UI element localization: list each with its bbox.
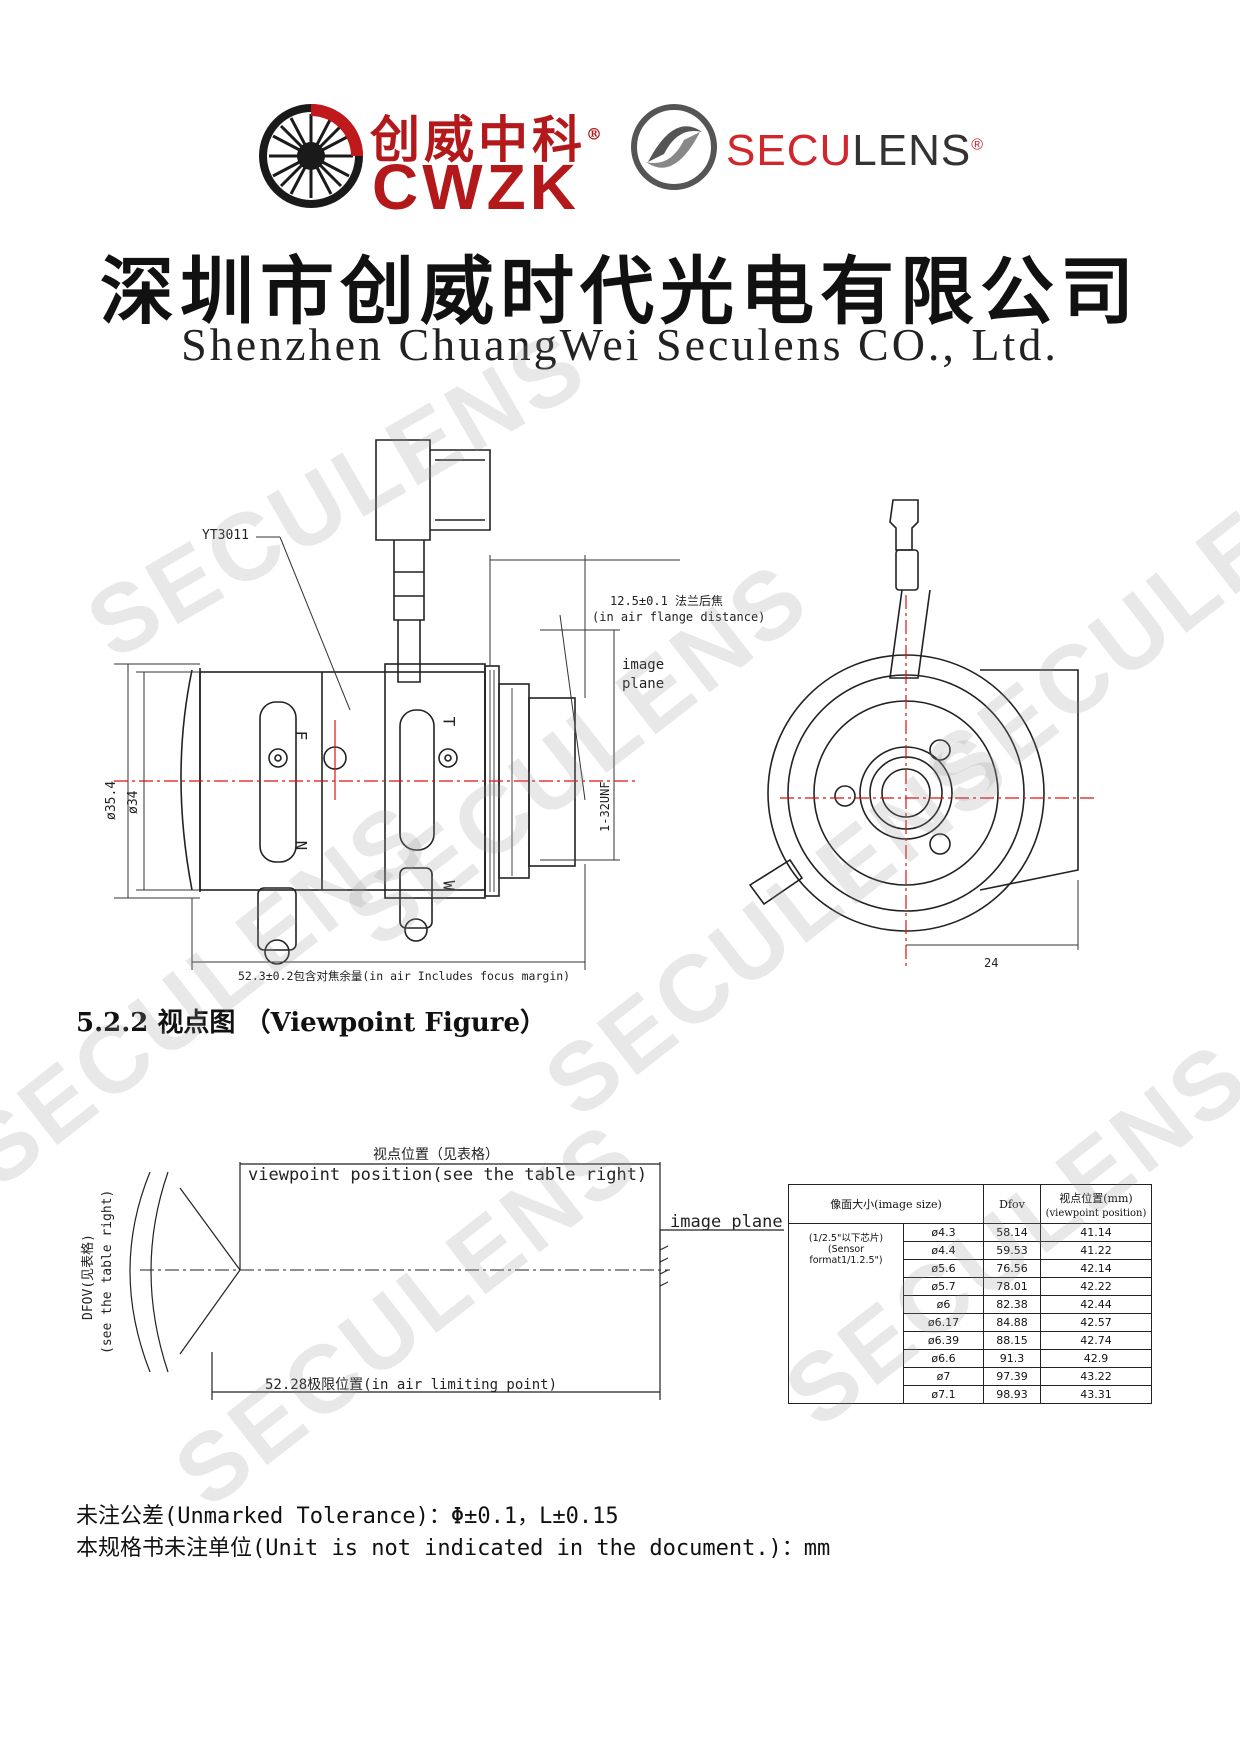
brand-en: CWZK (372, 151, 580, 223)
cell-dfov: 78.01 (983, 1277, 1041, 1296)
cell-pos: 41.14 (1040, 1223, 1152, 1242)
cell-pos: 42.74 (1040, 1331, 1152, 1350)
cell-size: ø5.7 (903, 1277, 984, 1296)
head-pos: 视点位置(mm)(viewpoint position) (1040, 1184, 1152, 1224)
cell-dfov: 97.39 (983, 1367, 1041, 1386)
cwzk-logo-icon (259, 104, 363, 208)
cell-dfov: 98.93 (983, 1385, 1041, 1404)
sensor-format: (1/2.5"以下芯片)(Sensor format1/1.2.5") (788, 1223, 904, 1404)
tolerance-note: 未注公差(Unmarked Tolerance)：Φ±0.1，L±0.15 (76, 1504, 619, 1529)
unit-note: 本规格书未注单位(Unit is not indicated in the do… (76, 1536, 831, 1561)
seculens-logo-icon (631, 104, 717, 190)
cell-dfov: 84.88 (983, 1313, 1041, 1332)
company-name-en: Shenzhen ChuangWei Seculens CO., Ltd. (181, 319, 1059, 370)
cell-dfov: 76.56 (983, 1259, 1041, 1278)
flange-label-cn: 12.5±0.1 法兰后焦 (610, 594, 724, 608)
cell-size: ø5.6 (903, 1259, 984, 1278)
viewpoint-table: 像面大小(image size) Dfov 视点位置(mm)(viewpoint… (788, 1184, 1152, 1404)
cell-pos: 41.22 (1040, 1241, 1152, 1260)
cell-pos: 42.9 (1040, 1349, 1152, 1368)
viewpoint-position-cn: 视点位置（见表格） (373, 1147, 499, 1163)
cell-size: ø6 (903, 1295, 984, 1314)
vp-image-plane-label: image plane (670, 1212, 783, 1232)
cell-size: ø7 (903, 1367, 984, 1386)
cell-size: ø6.17 (903, 1313, 984, 1332)
cell-pos: 42.14 (1040, 1259, 1152, 1278)
viewpoint-drawing (129, 1162, 784, 1400)
model-label: YT3011 (202, 528, 249, 543)
head-dfov: Dfov (983, 1184, 1041, 1224)
table-row: (1/2.5"以下芯片)(Sensor format1/1.2.5") ø4.3… (788, 1223, 1152, 1404)
cell-dfov: 82.38 (983, 1295, 1041, 1314)
lens-drawing (114, 439, 1096, 970)
brand-cn: 创威中科® (370, 110, 606, 169)
cell-size: ø6.6 (903, 1349, 984, 1368)
cell-dfov: 58.14 (983, 1223, 1041, 1242)
cell-dfov: 88.15 (983, 1331, 1041, 1350)
dia-inner-label: ø34 (126, 790, 141, 814)
seculens-brand: SECULENS® (726, 126, 984, 175)
t-mark: T (439, 716, 459, 727)
cell-pos: 42.57 (1040, 1313, 1152, 1332)
cell-dfov: 59.53 (983, 1241, 1041, 1260)
thread-label: 1-32UNF (598, 781, 612, 832)
cell-pos: 43.31 (1040, 1385, 1152, 1404)
length-label: 52.3±0.2包含对焦余量(in air Includes focus mar… (238, 969, 571, 983)
viewpoint-position-en: viewpoint position(see the table right) (248, 1165, 648, 1185)
head-size: 像面大小(image size) (788, 1184, 984, 1224)
image-plane-label-2: plane (622, 676, 665, 692)
cell-pos: 43.22 (1040, 1367, 1152, 1386)
cell-pos: 42.44 (1040, 1295, 1152, 1314)
n-mark: N (291, 840, 311, 851)
cell-size: ø4.4 (903, 1241, 984, 1260)
limit-label: 52.28极限位置(in air limiting point) (265, 1377, 558, 1393)
section-title: 5.2.2 视点图 （Viewpoint Figure） (76, 1008, 547, 1038)
cell-dfov: 91.3 (983, 1349, 1041, 1368)
cell-size: ø4.3 (903, 1223, 984, 1242)
cell-size: ø6.39 (903, 1331, 984, 1350)
dia-outer-label: ø35.4 (104, 780, 119, 820)
side-dim-label: 24 (984, 956, 999, 970)
cell-size: ø7.1 (903, 1385, 984, 1404)
dfov-label-en: (see the table right) (100, 1189, 115, 1354)
f-mark: F (291, 730, 311, 741)
w-mark: W (439, 880, 459, 891)
company-name-cn: 深圳市创威时代光电有限公司 (100, 249, 1140, 335)
flange-label-en: (in air flange distance) (592, 610, 766, 624)
cell-pos: 42.22 (1040, 1277, 1152, 1296)
image-plane-label-1: image (622, 657, 665, 673)
dfov-label-cn: DFOV(见表格) (81, 1234, 96, 1320)
